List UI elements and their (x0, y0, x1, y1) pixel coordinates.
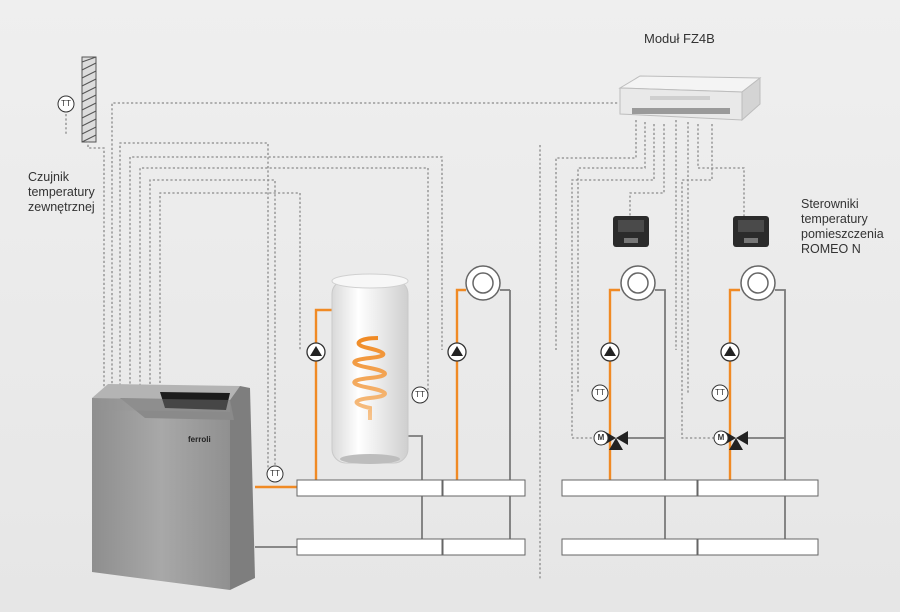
room-controller-right (733, 216, 769, 247)
mixing-valve-icon (593, 430, 628, 450)
room-controllers-label-line: ROMEO N (801, 242, 861, 256)
room-controllers-label-line: pomieszczenia (801, 227, 884, 241)
sensor-symbol: TT (415, 390, 425, 399)
temperature-sensor-icon (57, 95, 75, 113)
signal-wires (65, 102, 745, 580)
temperature-sensor-icon (411, 386, 429, 404)
pump-icon (306, 342, 326, 362)
room-controller-left (613, 216, 649, 247)
sensor-symbol: TT (61, 99, 71, 108)
pump-icon (720, 342, 740, 362)
pump-icon (600, 342, 620, 362)
outdoor-sensor-label-line: Czujnik (28, 170, 69, 184)
dhw-tank (331, 273, 409, 464)
heating-circuit-2 (620, 265, 656, 301)
temperature-sensor-icon (266, 465, 284, 483)
temperature-sensor-icon (591, 384, 609, 402)
mixing-valve-icon (713, 430, 748, 450)
sensor-symbol: TT (270, 469, 280, 478)
mixer-symbol: M (717, 433, 725, 442)
boiler-brand: ferroli (188, 435, 211, 444)
heating-circuit-1 (465, 265, 501, 301)
outdoor-sensor-label-line: temperatury (28, 185, 95, 199)
supply-pipes (255, 288, 740, 489)
mixer-symbol: M (597, 433, 605, 442)
room-controllers-label: Sterowniki temperatury pomieszczenia ROM… (801, 197, 884, 257)
room-controllers-label-line: Sterowniki (801, 197, 859, 211)
pump-icon (447, 342, 467, 362)
outdoor-sensor-label-line: zewnętrznej (28, 200, 95, 214)
boiler (92, 384, 255, 590)
headers (296, 479, 819, 556)
heating-circuit-3 (740, 265, 776, 301)
outdoor-sensor-label: Czujnik temperatury zewnętrznej (28, 170, 95, 215)
outdoor-wall (81, 56, 97, 143)
fz4b-module (618, 75, 762, 122)
temperature-sensor-icon (711, 384, 729, 402)
module-label: Moduł FZ4B (644, 31, 715, 46)
room-controllers-label-line: temperatury (801, 212, 868, 226)
sensor-symbol: TT (715, 388, 725, 397)
sensor-symbol: TT (595, 388, 605, 397)
